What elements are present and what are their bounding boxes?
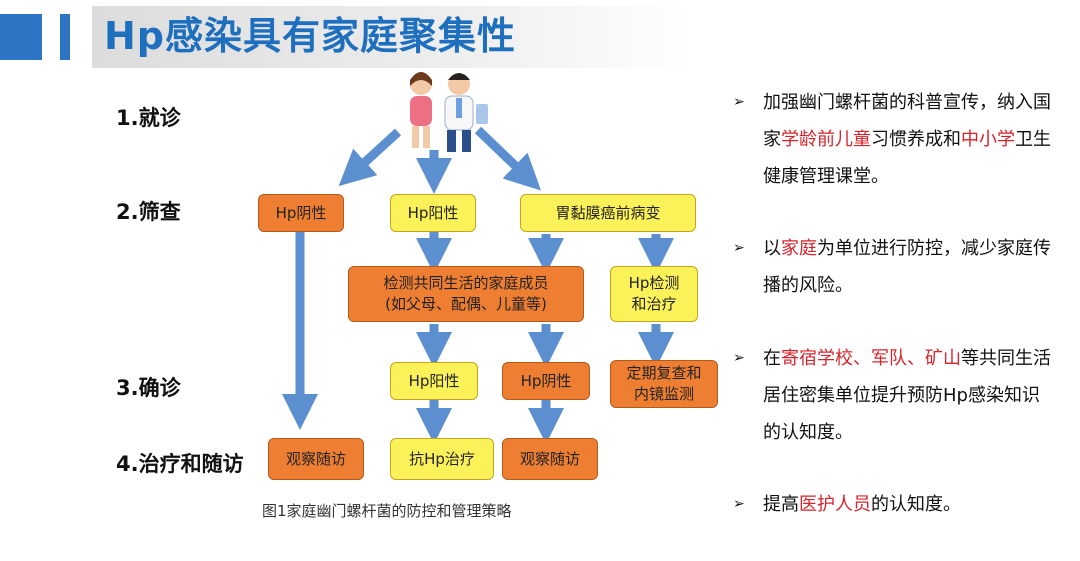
box-hp-test-treat: Hp检测 和治疗 bbox=[610, 266, 698, 322]
bullet-text: 在寄宿学校、军队、矿山等共同生活居住密集单位提升预防Hp感染知识的认知度。 bbox=[763, 348, 1051, 443]
box-screen-positive: Hp阳性 bbox=[390, 194, 476, 232]
box-regular-followup: 定期复查和 内镜监测 bbox=[610, 360, 718, 408]
bullet-item: ➢ 加强幽门螺杆菌的科普宣传，纳入国家学龄前儿童习惯养成和中小学卫生健康管理课堂… bbox=[733, 84, 1053, 194]
bullet-arrow-icon: ➢ bbox=[733, 240, 745, 256]
title-band bbox=[92, 6, 692, 68]
box-gastric-lesion: 胃黏膜癌前病变 bbox=[520, 194, 696, 232]
box-observe-followup-1: 观察随访 bbox=[268, 438, 364, 480]
step-screening: 2.筛查 bbox=[116, 200, 181, 224]
box-confirm-negative: Hp阴性 bbox=[502, 362, 590, 400]
page-title: Hp感染具有家庭聚集性 bbox=[104, 14, 517, 58]
box-confirm-positive: Hp阳性 bbox=[390, 362, 478, 400]
bullet-text: 加强幽门螺杆菌的科普宣传，纳入国家学龄前儿童习惯养成和中小学卫生健康管理课堂。 bbox=[763, 92, 1051, 187]
doctor-patient-illustration bbox=[410, 72, 488, 152]
box-anti-hp-treatment: 抗Hp治疗 bbox=[390, 438, 494, 480]
bullet-arrow-icon: ➢ bbox=[733, 94, 745, 110]
step-treatment-followup: 4.治疗和随访 bbox=[116, 452, 244, 476]
step-visit: 1.就诊 bbox=[116, 106, 181, 130]
bullet-item: ➢ 以家庭为单位进行防控，减少家庭传播的风险。 bbox=[733, 230, 1053, 304]
bullet-arrow-icon: ➢ bbox=[733, 496, 745, 512]
bullet-item: ➢ 提高医护人员的认知度。 bbox=[733, 486, 1053, 523]
title-accent-square bbox=[0, 14, 42, 60]
box-observe-followup-2: 观察随访 bbox=[502, 438, 598, 480]
box-family-testing: 检测共同生活的家庭成员 (如父母、配偶、儿童等) bbox=[348, 266, 584, 322]
bullet-item: ➢ 在寄宿学校、军队、矿山等共同生活居住密集单位提升预防Hp感染知识的认知度。 bbox=[733, 340, 1053, 450]
step-diagnosis: 3.确诊 bbox=[116, 376, 181, 400]
figure-caption: 图1家庭幽门螺杆菌的防控和管理策略 bbox=[262, 502, 512, 520]
bullet-arrow-icon: ➢ bbox=[733, 350, 745, 366]
box-screen-negative: Hp阴性 bbox=[258, 194, 344, 232]
title-accent-bar bbox=[60, 14, 70, 60]
bullet-text: 以家庭为单位进行防控，减少家庭传播的风险。 bbox=[763, 238, 1051, 296]
bullet-text: 提高医护人员的认知度。 bbox=[763, 494, 961, 515]
